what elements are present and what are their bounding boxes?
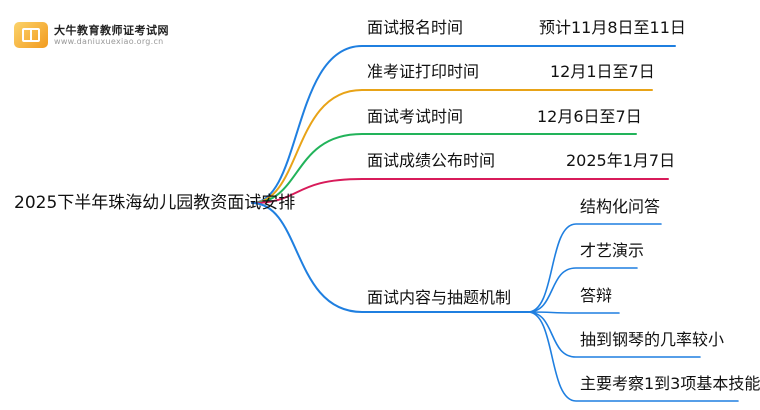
- leaf-talent-demo: 才艺演示: [580, 241, 645, 260]
- book-icon: [14, 22, 48, 48]
- branch-value-results: 2025年1月7日: [566, 151, 676, 170]
- leaf-piano-chance: 抽到钢琴的几率较小: [580, 330, 725, 349]
- branch-label-results: 面试成绩公布时间: [367, 151, 496, 170]
- branch-label-content: 面试内容与抽题机制: [367, 288, 512, 307]
- connector-leaf-basic-skills: [527, 311, 739, 402]
- connector-content: [251, 202, 529, 313]
- logo-domain: www.daniuxuexiao.org.cn: [54, 37, 164, 46]
- connector-leaf-structured-qa: [527, 223, 662, 313]
- leaf-structured-qa: 结构化问答: [580, 197, 661, 216]
- branch-value-registration: 预计11月8日至11日: [539, 18, 686, 37]
- connector-registration: [251, 45, 676, 204]
- connector-admission-ticket: [251, 89, 653, 204]
- site-logo[interactable]: 大牛教育教师证考试网 www.daniuxuexiao.org.cn: [14, 20, 184, 50]
- connector-leaf-defense: [527, 311, 620, 314]
- branch-label-registration: 面试报名时间: [367, 18, 464, 37]
- leaf-defense: 答辩: [580, 286, 613, 305]
- branch-value-admission-ticket: 12月1日至7日: [550, 62, 655, 81]
- logo-name: 大牛教育教师证考试网: [54, 24, 169, 37]
- connector-leaf-talent-demo: [527, 267, 638, 313]
- branch-value-exam-time: 12月6日至7日: [537, 107, 642, 126]
- connector-exam-time: [251, 133, 637, 204]
- connector-results: [251, 178, 669, 204]
- branch-label-admission-ticket: 准考证打印时间: [367, 62, 480, 81]
- connector-leaf-piano-chance: [527, 311, 701, 358]
- root-node: 2025下半年珠海幼儿园教资面试安排: [14, 193, 296, 213]
- branch-label-exam-time: 面试考试时间: [367, 107, 464, 126]
- leaf-basic-skills: 主要考察1到3项基本技能: [580, 374, 760, 393]
